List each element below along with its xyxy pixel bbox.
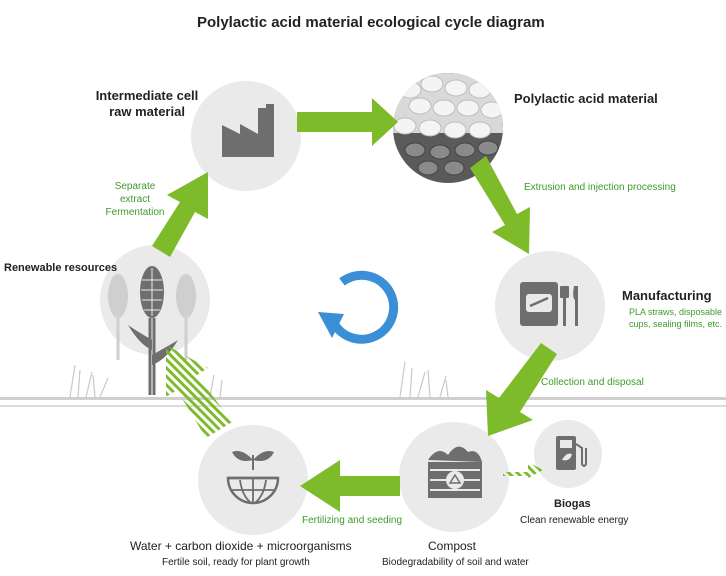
manufacturing-desc: PLA straws, disposable cups, sealing fil… (610, 306, 722, 330)
compost-bin-icon (428, 446, 482, 498)
separate-step-label: Separate extract Fermentation (95, 180, 175, 219)
corn-icon (108, 266, 196, 395)
grass-decoration (69, 361, 449, 398)
fuel-pump-icon (556, 436, 587, 470)
arrow-water-to-renewable (166, 345, 232, 438)
arrow-compost-to-water (300, 460, 400, 512)
collection-step-label: Collection and disposal (541, 377, 644, 388)
manufacturing-desc-line2: cups, sealing films, etc. (628, 319, 722, 329)
intermediate-label-line2: raw material (109, 104, 185, 119)
packaging-cutlery-icon (520, 282, 578, 326)
extrusion-step-label: Extrusion and injection processing (524, 182, 676, 193)
intermediate-label-line1: Intermediate cell (95, 88, 199, 103)
intermediate-label: Intermediate cell raw material (92, 88, 202, 120)
sprout-globe-icon (226, 451, 280, 505)
arrow-manufacturing-to-compost (486, 343, 557, 436)
biogas-label: Biogas (554, 498, 591, 510)
renewable-label: Renewable resources (4, 262, 118, 274)
arrow-intermediate-to-pla (297, 98, 398, 146)
arrow-pla-to-manufacturing (470, 156, 530, 254)
diagram-title: Polylactic acid material ecological cycl… (197, 14, 545, 31)
separate-step-line3: Fermentation (105, 207, 165, 218)
factory-icon (222, 104, 274, 157)
arrow-renewable-to-intermediate (152, 172, 208, 257)
compost-desc: Biodegradability of soil and water (382, 557, 529, 568)
manufacturing-desc-line1: PLA straws, disposable (628, 307, 722, 317)
ground-line (0, 397, 726, 407)
pla-label: Polylactic acid material (514, 91, 658, 106)
cycle-refresh-icon (318, 270, 399, 344)
fertilizing-step-label: Fertilizing and seeding (302, 515, 403, 526)
water-desc: Fertile soil, ready for plant growth (162, 557, 310, 568)
water-label: Water + carbon dioxide + microorganisms (130, 539, 352, 553)
separate-step-line2: extract (119, 194, 150, 205)
compost-label: Compost (428, 539, 477, 553)
arrow-compost-to-biogas (503, 462, 543, 478)
separate-step-line1: Separate (114, 181, 156, 192)
manufacturing-label: Manufacturing (622, 288, 712, 303)
biogas-desc: Clean renewable energy (520, 515, 629, 526)
